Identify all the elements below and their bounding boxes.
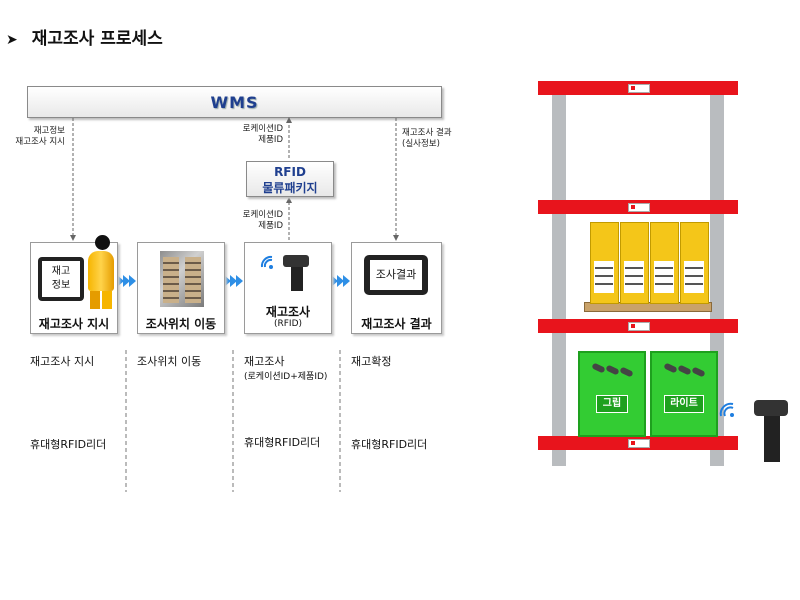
green-bin-grip: 그립 bbox=[578, 351, 646, 437]
col1-device: 휴대형RFID리더 bbox=[30, 438, 107, 451]
step-3-caption: 재고조사 bbox=[265, 305, 311, 319]
step-inventory-order: 재고 정보 재고조사 지시 bbox=[30, 235, 118, 334]
step-arrows bbox=[117, 275, 350, 287]
tablet-icon: 재고 정보 bbox=[38, 257, 84, 301]
page-title: ➤재고조사 프로세스 bbox=[6, 29, 163, 49]
rack-beam-3 bbox=[538, 319, 738, 333]
step-3-subcaption: (RFID) bbox=[273, 319, 303, 329]
storage-rack-illustration: 그립 라이트 bbox=[538, 78, 738, 468]
flow-connectors bbox=[70, 117, 399, 492]
yellow-box-3 bbox=[650, 222, 679, 304]
col4-device: 휴대형RFID리더 bbox=[351, 438, 428, 451]
rack-post-left bbox=[552, 88, 566, 466]
bullet-arrow-icon: ➤ bbox=[6, 32, 18, 48]
yellow-box-1 bbox=[590, 222, 619, 304]
rack-beam-1 bbox=[538, 81, 738, 95]
step-1-caption: 재고조사 지시 bbox=[38, 317, 110, 331]
step-rfid-survey: 재고조사 (RFID) bbox=[244, 242, 332, 334]
col4-activity: 재고확정 bbox=[351, 355, 392, 368]
wms-left-label: 재고정보 재고조사 지시 bbox=[15, 126, 65, 147]
rfid-package-box: RFID 물류패키지 bbox=[246, 161, 334, 197]
warehouse-photo-icon bbox=[160, 251, 204, 307]
step-2-caption: 조사위치 이동 bbox=[145, 317, 217, 331]
yellow-box-4 bbox=[680, 222, 709, 304]
rack-beam-4 bbox=[538, 436, 738, 450]
wms-label: WMS bbox=[210, 92, 259, 112]
wifi-signal-icon bbox=[718, 400, 740, 420]
col2-activity: 조사위치 이동 bbox=[137, 355, 202, 368]
tablet-icon: 조사결과 bbox=[364, 255, 428, 295]
step-location-move: 조사위치 이동 bbox=[137, 242, 225, 334]
yellow-box-2 bbox=[620, 222, 649, 304]
col3-activity-sub: (로케이션ID+제품ID) bbox=[244, 372, 328, 382]
tablet-screen: 재고 정보 bbox=[42, 261, 80, 297]
result-tablet-screen: 조사결과 bbox=[370, 260, 422, 290]
wifi-signal-icon bbox=[259, 253, 277, 271]
rack-beam-2 bbox=[538, 200, 738, 214]
wms-bar: WMS bbox=[27, 86, 442, 118]
wms-mid-label: 로케이션ID 제품ID bbox=[242, 124, 283, 145]
bin-label-grip: 그립 bbox=[596, 395, 628, 413]
col3-activity: 재고조사 bbox=[244, 355, 285, 368]
rfid-to-step-label: 로케이션ID 제품ID bbox=[242, 210, 283, 231]
handheld-rfid-reader-icon bbox=[754, 400, 788, 462]
step-4-caption: 재고조사 결과 bbox=[361, 317, 432, 331]
col1-activity: 재고조사 지시 bbox=[30, 355, 95, 368]
worker-person-icon bbox=[88, 235, 114, 309]
step-survey-result: 조사결과 재고조사 결과 bbox=[351, 242, 442, 334]
green-bin-light: 라이트 bbox=[650, 351, 718, 437]
wms-right-label: 재고조사 결과 (실사정보) bbox=[402, 128, 452, 149]
col3-device: 휴대형RFID리더 bbox=[244, 436, 321, 449]
bin-label-light: 라이트 bbox=[664, 395, 704, 413]
rfid-reader-icon bbox=[283, 255, 309, 291]
